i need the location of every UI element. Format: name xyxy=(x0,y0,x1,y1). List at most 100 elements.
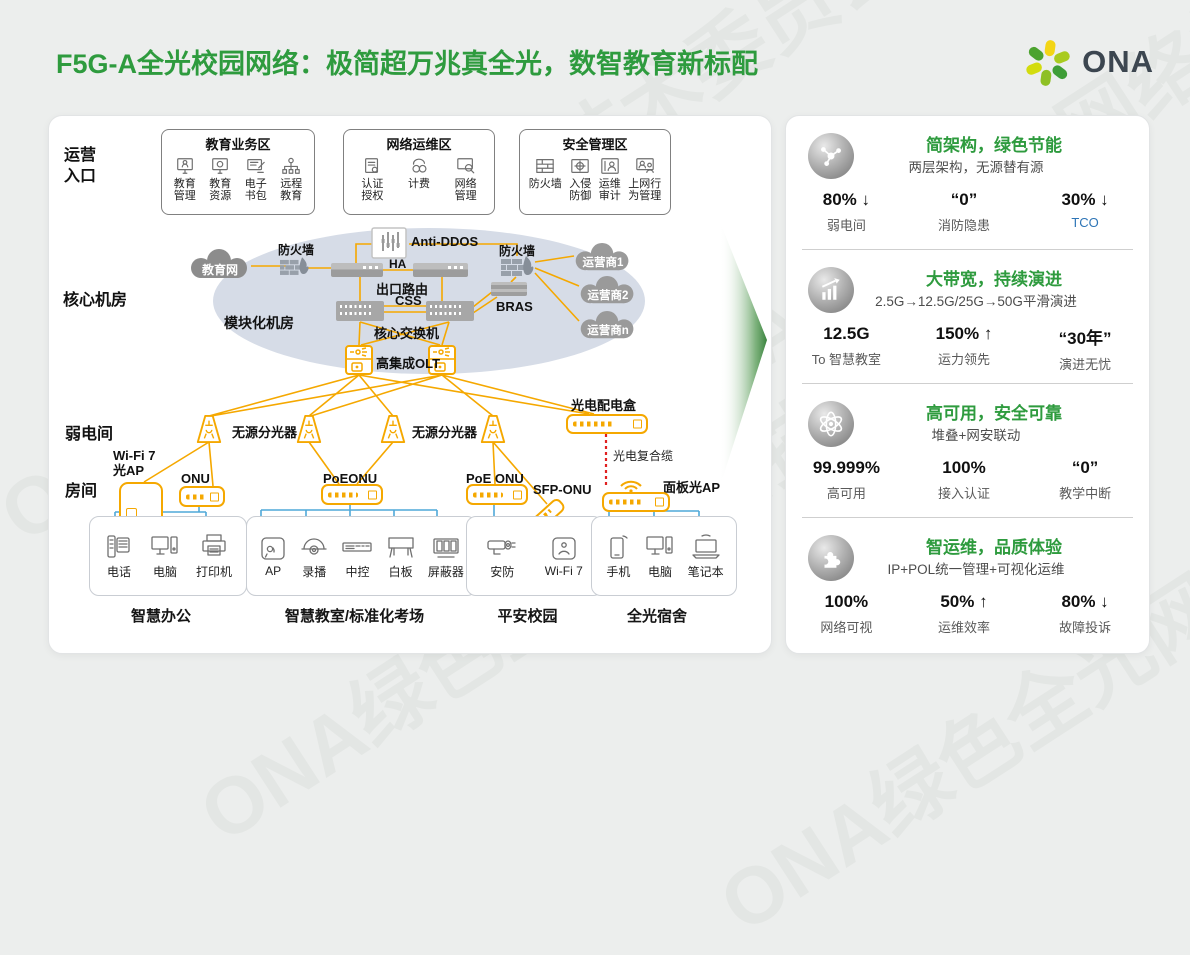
device-label: 安防 xyxy=(490,564,515,579)
device-label: 屏蔽器 xyxy=(427,564,464,579)
firewall-icon xyxy=(536,159,555,173)
row-label-room: 房间 xyxy=(65,483,98,500)
stat: 150% ↑运力领先 xyxy=(901,324,1027,373)
device-security-camera: 安防 xyxy=(486,533,518,580)
stat-value: 100% xyxy=(824,592,869,611)
zone-item-net-mgmt: 网络 管理 xyxy=(455,156,477,203)
stat-caption: To 智慧教室 xyxy=(811,352,882,367)
zone-network-om: 网络运维区 认证 授权 计费 网络 管理 xyxy=(343,129,495,215)
zone-item-firewall: 防火墙 xyxy=(529,156,562,190)
control-console-icon xyxy=(342,541,373,552)
growth-chart-icon xyxy=(808,267,854,313)
isp2-label: 运营商2 xyxy=(587,290,629,302)
core-switch-1 xyxy=(336,301,384,321)
benefit-subtitle: 堆叠+网安联动 xyxy=(931,428,1021,443)
stat-value: “30年” xyxy=(1058,329,1112,348)
device-wifi7-ap: Wi-Fi 7 xyxy=(545,534,583,578)
exit-router-2 xyxy=(413,263,468,277)
stat-value: 50% ↑ xyxy=(940,592,988,611)
stat: 80% ↓ 故障投诉 xyxy=(1027,592,1143,636)
stat-caption: 弱电间 xyxy=(826,218,866,233)
ona-logo-text: ONA xyxy=(1082,44,1154,79)
room-smart-office: 电话 电脑 打印机 xyxy=(89,516,247,596)
puzzle-icon xyxy=(808,535,854,581)
zone-security-mgmt: 安全管理区 防火墙 入侵 防御 运维 审计 上网行 为管理 xyxy=(519,129,671,215)
smartphone-icon xyxy=(610,534,628,559)
stat-value: 80% ↓ xyxy=(822,190,871,209)
wifi-arcs-icon xyxy=(620,480,642,492)
firewall-right-icon xyxy=(501,256,534,276)
zone-item-label: 教育 管理 xyxy=(173,178,196,203)
zone-education-services: 教育业务区 教育 管理 教育 资源 电子 书包 远程 教育 xyxy=(161,129,315,215)
firewall-left-icon xyxy=(280,257,309,275)
benefit-simple-architecture: 简架构，绿色节能 两层架构，无源替有源 80% ↓弱电间 “0”消防隐患 30%… xyxy=(786,116,1149,250)
ispn-label: 运营商n xyxy=(587,325,629,337)
zone-item-label: 网络 管理 xyxy=(454,178,477,203)
category-smart-office: 智慧办公 xyxy=(130,608,191,625)
device-shield: 屏蔽器 xyxy=(428,533,464,580)
stat-caption: 网络可视 xyxy=(820,620,873,635)
benefit-title: 高可用，安全可靠 xyxy=(926,404,1062,423)
css-label: CSS xyxy=(395,293,422,308)
device-label: 录播 xyxy=(302,564,327,579)
bullet-camera-icon xyxy=(487,539,516,555)
stat-caption: 高可用 xyxy=(826,486,866,501)
olt-icon-2 xyxy=(428,345,456,375)
zone-item-label: 运维 审计 xyxy=(598,178,621,203)
certificate-icon xyxy=(365,158,379,173)
zone-item-label: 入侵 防御 xyxy=(569,178,592,203)
panel-ap-label: 面板光AP xyxy=(663,480,721,495)
desktop-icon xyxy=(646,535,673,555)
anti-ddos-label: Anti-DDOS xyxy=(411,234,479,249)
zone-item-label: 远程 教育 xyxy=(280,178,303,203)
online-behavior-icon xyxy=(635,158,654,173)
stat-value: 99.999% xyxy=(812,458,880,477)
education-network-label: 教育网 xyxy=(201,263,238,277)
printer-icon xyxy=(202,533,226,556)
olt-label: 高集成OLT xyxy=(376,356,441,371)
device-label: 中控 xyxy=(345,564,370,579)
firewall-left-label: 防火墙 xyxy=(278,243,315,257)
stat-value: 80% ↓ xyxy=(1061,592,1109,611)
device-label: 笔记本 xyxy=(687,564,724,579)
telephone-icon xyxy=(107,534,130,558)
zone-item-edu-mgmt: 教育 管理 xyxy=(174,156,196,203)
zone-item-audit: 运维 审计 xyxy=(599,156,621,203)
poeonu-label: PoEONU xyxy=(323,471,378,486)
category-safe-campus: 平安校园 xyxy=(497,608,558,625)
device-telephone: 电话 xyxy=(104,533,134,580)
stat-caption: 故障投诉 xyxy=(1059,620,1112,635)
olt-icon-1 xyxy=(345,345,373,375)
splitter-icon-1 xyxy=(196,415,222,443)
isp2-cloud xyxy=(580,275,634,304)
bras-label: BRAS xyxy=(496,299,533,314)
zone-item-label: 计费 xyxy=(407,178,430,190)
device-central-control: 中控 xyxy=(341,533,373,580)
device-desktop: 电脑 xyxy=(150,533,180,580)
device-label: Wi-Fi 7 xyxy=(544,564,583,578)
poeonu-device xyxy=(321,484,383,505)
benefit-smart-om: 智运维，品质体验 IP+POL统一管理+可视化运维 100%网络可视 50% ↑… xyxy=(786,518,1149,652)
stat-value: “0” xyxy=(950,190,978,209)
device-desktop-2: 电脑 xyxy=(645,533,675,580)
stat: “30年”演进无忧 xyxy=(1027,324,1143,373)
splitter-label-1: 无源分光器 xyxy=(232,425,298,440)
zone-item-ips: 入侵 防御 xyxy=(569,156,591,203)
stat-caption: 消防隐患 xyxy=(937,218,990,233)
room-safe-campus: 安防 Wi-Fi 7 xyxy=(466,516,603,596)
device-label: 电脑 xyxy=(152,564,177,579)
benefit-subtitle: IP+POL统一管理+可视化运维 xyxy=(887,562,1065,577)
device-label: 手机 xyxy=(606,564,631,579)
splitter-icon-4 xyxy=(480,415,506,443)
device-label: 白板 xyxy=(388,564,413,579)
ap-icon xyxy=(261,537,285,560)
stat-value: 150% ↑ xyxy=(935,324,993,343)
network-management-icon xyxy=(456,158,474,174)
stat-caption: TCO xyxy=(1071,215,1099,230)
splitter-icon-3 xyxy=(380,415,406,443)
firewall-right-label: 防火墙 xyxy=(499,244,536,258)
zone-item-edu-res: 教育 资源 xyxy=(209,156,231,203)
zone-item-label: 教育 资源 xyxy=(209,178,232,203)
